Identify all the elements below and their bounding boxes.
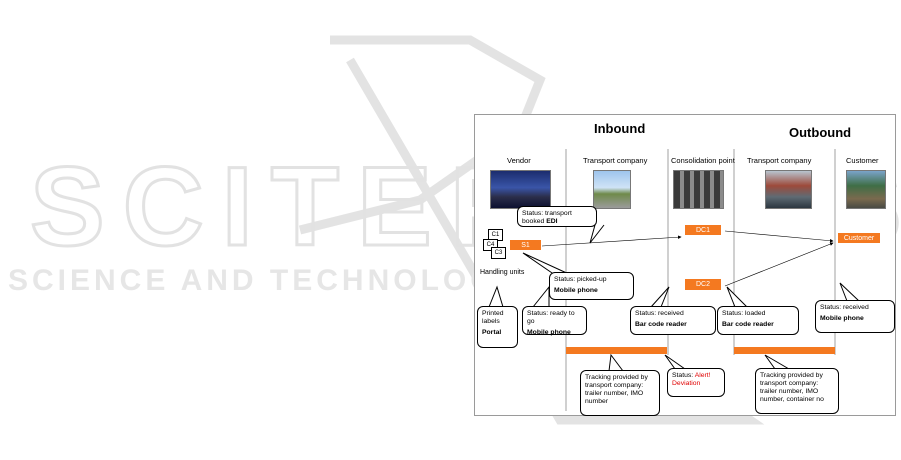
callout-picked-up: Status: picked-up Mobile phone — [549, 272, 634, 300]
callout-tracking-outbound: Tracking provided by transport company: … — [755, 368, 839, 414]
callout-channel: Bar code reader — [635, 321, 687, 328]
outbound-heading: Outbound — [789, 125, 852, 140]
vendor-photo — [490, 170, 551, 209]
callout-alert: Status: Alert! Deviation — [667, 368, 725, 397]
node-dc1: DC1 — [685, 225, 721, 235]
inbound-tracking-bar — [566, 347, 667, 354]
node-dc2: DC2 — [685, 279, 721, 290]
callout-ready-to-go: Status: ready to go Mobile phone — [522, 306, 587, 336]
callout-status: Status: received — [635, 310, 684, 317]
callout-channel: Mobile phone — [527, 329, 571, 336]
callout-transport-booked: Status: transport booked EDI — [517, 206, 597, 227]
callout-received-customer: Status: received Mobile phone — [815, 300, 895, 333]
callout-status: Printed labels — [482, 310, 504, 325]
callout-received-dc: Status: received Bar code reader — [630, 306, 716, 335]
node-s1: S1 — [510, 240, 541, 250]
callout-text: Tracking provided by transport company: … — [585, 374, 648, 405]
callout-printed-labels: Printed labels Portal — [477, 306, 518, 348]
package-c3: C3 — [491, 247, 506, 259]
callout-status: Status: ready to go — [527, 310, 575, 325]
callout-status: Status: picked-up — [554, 276, 607, 283]
callout-channel: Portal — [482, 329, 502, 336]
callout-alert-text: Alert! Deviation — [672, 372, 711, 387]
port-photo — [765, 170, 812, 209]
column-transport-outbound: Transport company — [747, 156, 812, 165]
outbound-tracking-bar — [734, 347, 835, 354]
callout-tracking-inbound: Tracking provided by transport company: … — [580, 370, 660, 416]
column-transport-inbound: Transport company — [583, 156, 648, 165]
customer-photo — [846, 170, 886, 209]
handling-units-label: Handling units — [480, 269, 525, 276]
callout-status: Status: loaded — [722, 310, 766, 317]
callout-channel: EDI — [546, 218, 558, 225]
callout-channel: Mobile phone — [820, 315, 864, 322]
callout-loaded: Status: loaded Bar code reader — [717, 306, 799, 335]
warehouse-photo — [673, 170, 724, 209]
column-consolidation: Consolidation point — [671, 156, 735, 165]
callout-status: Status: transport booked — [522, 210, 572, 225]
callout-status: Status: — [672, 372, 694, 379]
column-vendor: Vendor — [507, 156, 531, 165]
column-customer: Customer — [846, 156, 879, 165]
supply-chain-diagram: Inbound Outbound Vendor Transport compan… — [474, 114, 896, 416]
inbound-heading: Inbound — [594, 121, 646, 136]
callout-channel: Bar code reader — [722, 321, 774, 328]
callout-status: Status: received — [820, 304, 869, 311]
callout-text: Tracking provided by transport company: … — [760, 372, 824, 403]
callout-channel: Mobile phone — [554, 287, 598, 294]
truck-photo — [593, 170, 631, 209]
node-customer: Customer — [838, 233, 880, 243]
